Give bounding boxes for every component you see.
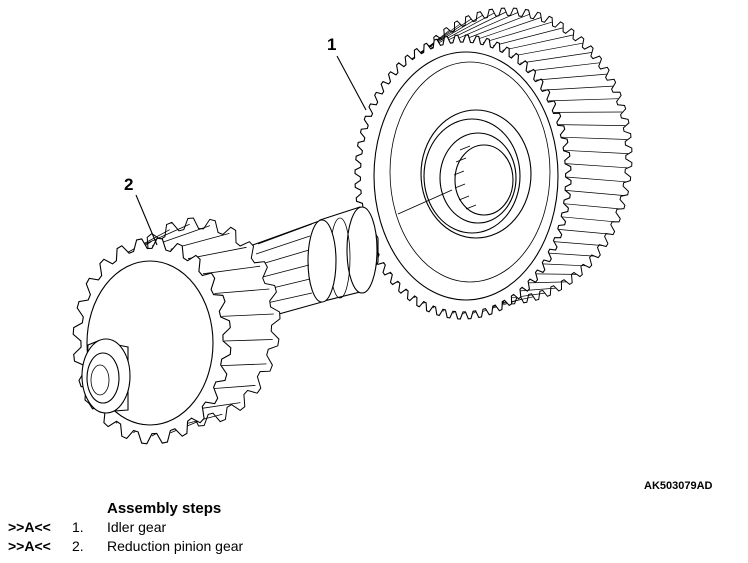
assembly-steps-heading: Assembly steps — [107, 500, 222, 517]
gear-tooth-line — [202, 402, 241, 409]
idler-gear-hub-step — [423, 118, 521, 234]
idler-gear — [354, 7, 633, 320]
gear-tooth-line — [511, 42, 583, 57]
gear-tooth-line — [548, 252, 595, 257]
gear-tooth-line — [542, 263, 586, 267]
gear-tooth-line — [528, 281, 567, 284]
gear-tooth-line — [535, 73, 607, 81]
gear-tooth-line — [492, 27, 563, 47]
pinion-gear-hub-face — [81, 338, 131, 414]
gear-tooth-line — [565, 163, 628, 169]
gear-tooth-line — [442, 11, 507, 43]
shaft-spline-end — [307, 219, 337, 303]
gear-tooth-line — [565, 176, 627, 183]
idler-gear-web-inner — [389, 61, 551, 283]
gear-tooth-line — [472, 17, 542, 42]
callout-1-leader — [336, 55, 367, 111]
gear-tooth-line — [483, 21, 553, 43]
pinion-gear-bore-inner — [90, 364, 110, 396]
gear-tooth-line — [561, 216, 615, 223]
gear-tooth-line — [214, 288, 270, 294]
step-number: 1. — [72, 519, 84, 535]
callout-2: 2 — [124, 175, 134, 194]
pinion-shaft — [249, 206, 379, 323]
idler-gear-bore-splines — [453, 145, 477, 210]
shaft-journal-end — [346, 206, 378, 294]
gear-tooth-line — [558, 229, 609, 235]
idler-gear-bore — [439, 132, 517, 224]
gear-tooth-line — [548, 98, 619, 102]
gear-tooth-line — [535, 273, 577, 275]
reduction-pinion-gear — [72, 217, 281, 445]
idler-gear-bore-inner — [454, 144, 514, 216]
step-label: Reduction pinion gear — [107, 538, 244, 554]
gear-tooth-line — [553, 241, 603, 246]
gear-tooth-line — [221, 313, 274, 317]
gear-tooth-line — [563, 149, 629, 154]
gear-tooth-line — [558, 124, 626, 126]
step-label: Idler gear — [107, 519, 167, 535]
gear-tooth-line — [561, 136, 628, 140]
gear-tooth-line — [452, 12, 518, 42]
gear-tooth-line — [528, 62, 600, 72]
step-number: 2. — [72, 538, 84, 554]
step-mark: >>A<< — [8, 519, 51, 535]
gear-tooth-line — [214, 385, 256, 389]
axis-line — [397, 189, 453, 215]
gear-tooth-line — [565, 190, 624, 196]
gear-tooth-line — [202, 265, 261, 275]
gear-tooth-line — [542, 85, 613, 91]
callout-1: 1 — [327, 35, 337, 54]
pinion-gear-face-ring — [86, 260, 214, 426]
exploded-gear-illustration — [72, 7, 633, 445]
gear-tooth-line — [223, 339, 273, 342]
callout-2-leader — [135, 194, 158, 246]
pinion-gear-bore — [86, 352, 120, 404]
gear-tooth-line — [520, 52, 592, 64]
gear-tooth-line — [187, 413, 223, 424]
gear-tooth-line — [462, 13, 530, 41]
figure-code: AK503079AD — [644, 480, 713, 492]
gear-tooth-line — [563, 203, 620, 210]
idler-gear-web-ring — [373, 51, 559, 301]
step-mark: >>A<< — [8, 538, 51, 554]
gear-tooth-line — [502, 34, 574, 51]
idler-gear-hub-boss — [420, 109, 532, 239]
gear-tooth-line — [221, 363, 267, 366]
